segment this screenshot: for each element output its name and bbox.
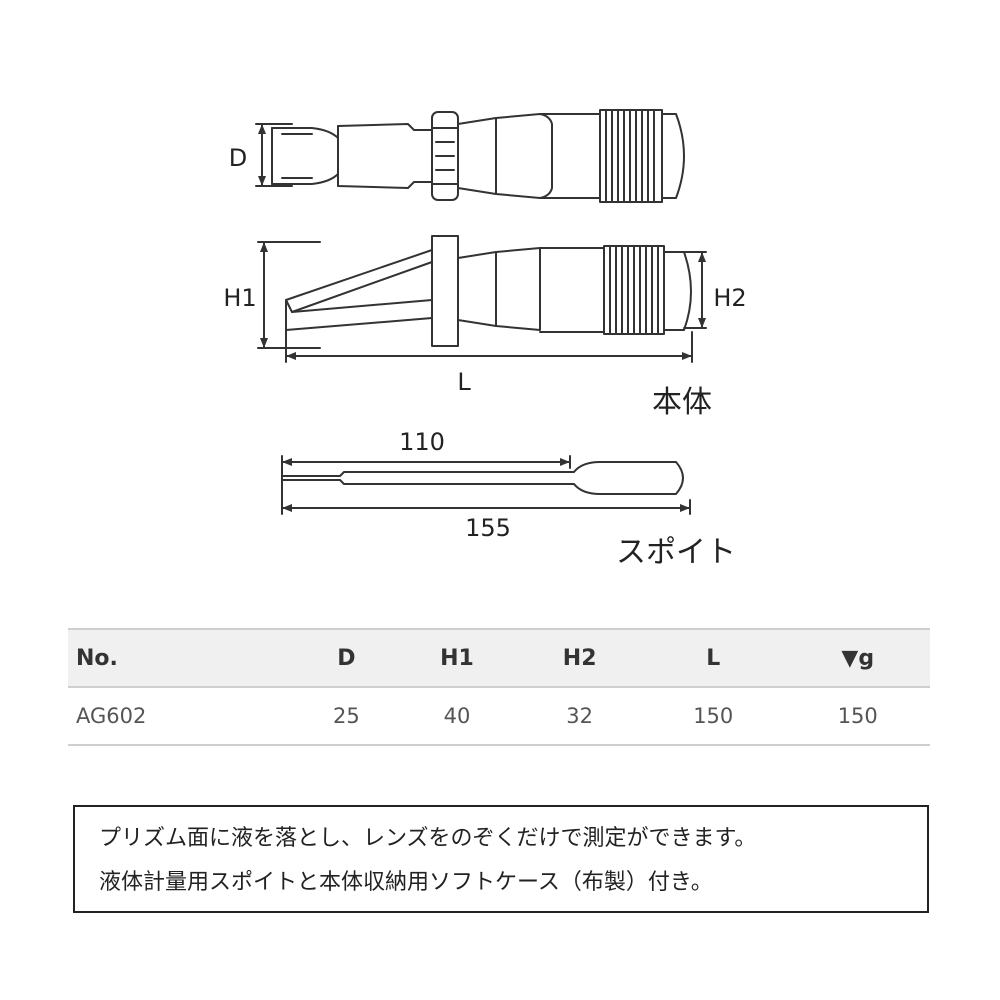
cell-h1: 40 (395, 687, 519, 746)
header-h1: H1 (395, 628, 519, 688)
cell-weight: 150 (785, 687, 930, 746)
top-view-refractometer (255, 109, 685, 203)
label-l: L (457, 368, 471, 396)
description-line-2: 液体計量用スポイトと本体収納用ソフトケース（布製）付き。 (99, 870, 713, 895)
description-line-1: プリズム面に液を落とし、レンズをのぞくだけで測定ができます。 (99, 826, 757, 851)
side-view-refractometer (257, 235, 707, 363)
description-box: プリズム面に液を落とし、レンズをのぞくだけで測定ができます。 液体計量用スポイト… (73, 805, 929, 913)
label-h1: H1 (223, 284, 256, 312)
cell-d: 25 (297, 687, 396, 746)
cell-model: AG602 (68, 687, 297, 746)
label-body: 本体 (652, 385, 712, 420)
label-pipette-155: 155 (465, 514, 511, 542)
label-pipette: スポイト (616, 535, 736, 570)
header-h2: H2 (518, 628, 641, 688)
cell-h2: 32 (518, 687, 641, 746)
cell-l: 150 (640, 687, 786, 746)
label-h2: H2 (713, 284, 746, 312)
label-d: D (229, 144, 247, 172)
spec-table: No. D H1 H2 L ▼g AG602 25 40 32 150 150 (68, 628, 930, 746)
header-l: L (640, 628, 786, 688)
table-header-row: No. D H1 H2 L ▼g (68, 628, 930, 688)
header-weight: ▼g (785, 628, 930, 688)
product-diagram: D H1 H2 L 本体 110 155 スポイト (223, 109, 747, 570)
label-pipette-110: 110 (399, 428, 445, 456)
header-d: D (297, 628, 396, 688)
table-row: AG602 25 40 32 150 150 (68, 687, 930, 746)
header-no: No. (68, 628, 297, 688)
pipette-drawing (281, 455, 691, 515)
dimension-arrows (258, 124, 706, 512)
